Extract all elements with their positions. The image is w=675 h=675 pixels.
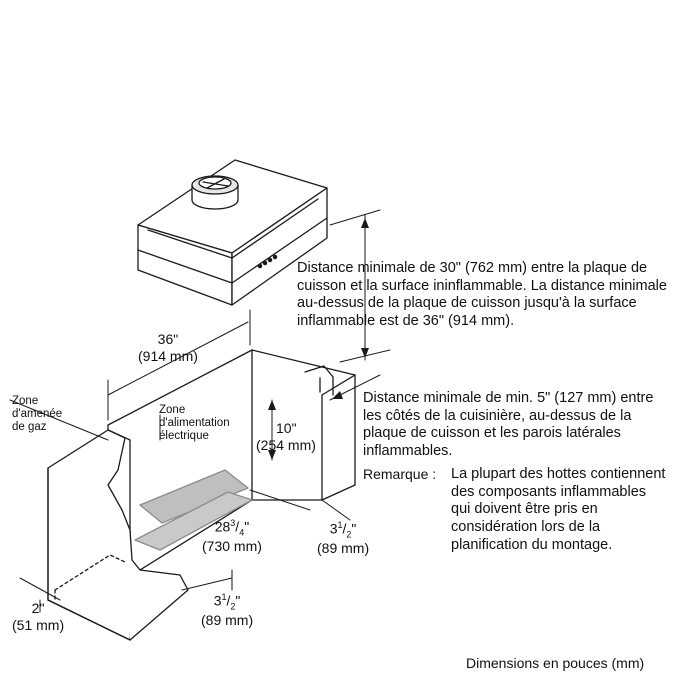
width-inches: 36" — [157, 331, 179, 347]
side-depth-dimension: 31/2" (89 mm) — [317, 520, 369, 557]
dimension-arrows — [268, 218, 369, 460]
remark-label: Remarque : — [363, 466, 437, 482]
bottom-dimension: 31/2" (89 mm) — [201, 592, 253, 629]
width-mm: (914 mm) — [138, 347, 198, 364]
upper-cabinet-section — [304, 365, 334, 396]
gas-zone-label: Zone d'amenée de gaz — [12, 395, 63, 434]
bottom-mm: (89 mm) — [201, 612, 254, 629]
depth-dimension: 283/4" (730 mm) — [202, 518, 262, 555]
left-cabinet — [47, 429, 189, 641]
height-dimension: 10" (254 mm) — [256, 420, 316, 454]
units-footer: Dimensions en pouces (mm) — [466, 655, 645, 671]
hood-clearance-note: Distance minimale de 30" (762 mm) entre … — [297, 260, 667, 330]
front-inches: 2" — [31, 600, 45, 616]
height-mm: (254 mm) — [256, 436, 316, 453]
front-mm: (51 mm) — [12, 616, 65, 633]
side-clearance-note: Distance minimale de min. 5" (127 mm) en… — [363, 390, 654, 460]
side-depth-mm: (89 mm) — [317, 540, 370, 557]
depth-mm: (730 mm) — [202, 538, 262, 555]
depth-inches: 283/4" — [214, 518, 250, 538]
bottom-inches: 31/2" — [213, 592, 241, 612]
width-dimension: 36" (914 mm) — [138, 331, 198, 365]
exhaust-collar — [191, 175, 239, 210]
gas-zone — [134, 491, 253, 551]
remark-text: La plupart des hottes contiennent des co… — [451, 466, 666, 553]
front-dimension: 2" (51 mm) — [12, 600, 64, 634]
electrical-zone — [139, 469, 249, 524]
side-depth-inches: 31/2" — [329, 520, 357, 540]
height-inches: 10" — [276, 420, 297, 436]
electric-zone-label: Zone d'alimentation électrique — [159, 404, 230, 443]
